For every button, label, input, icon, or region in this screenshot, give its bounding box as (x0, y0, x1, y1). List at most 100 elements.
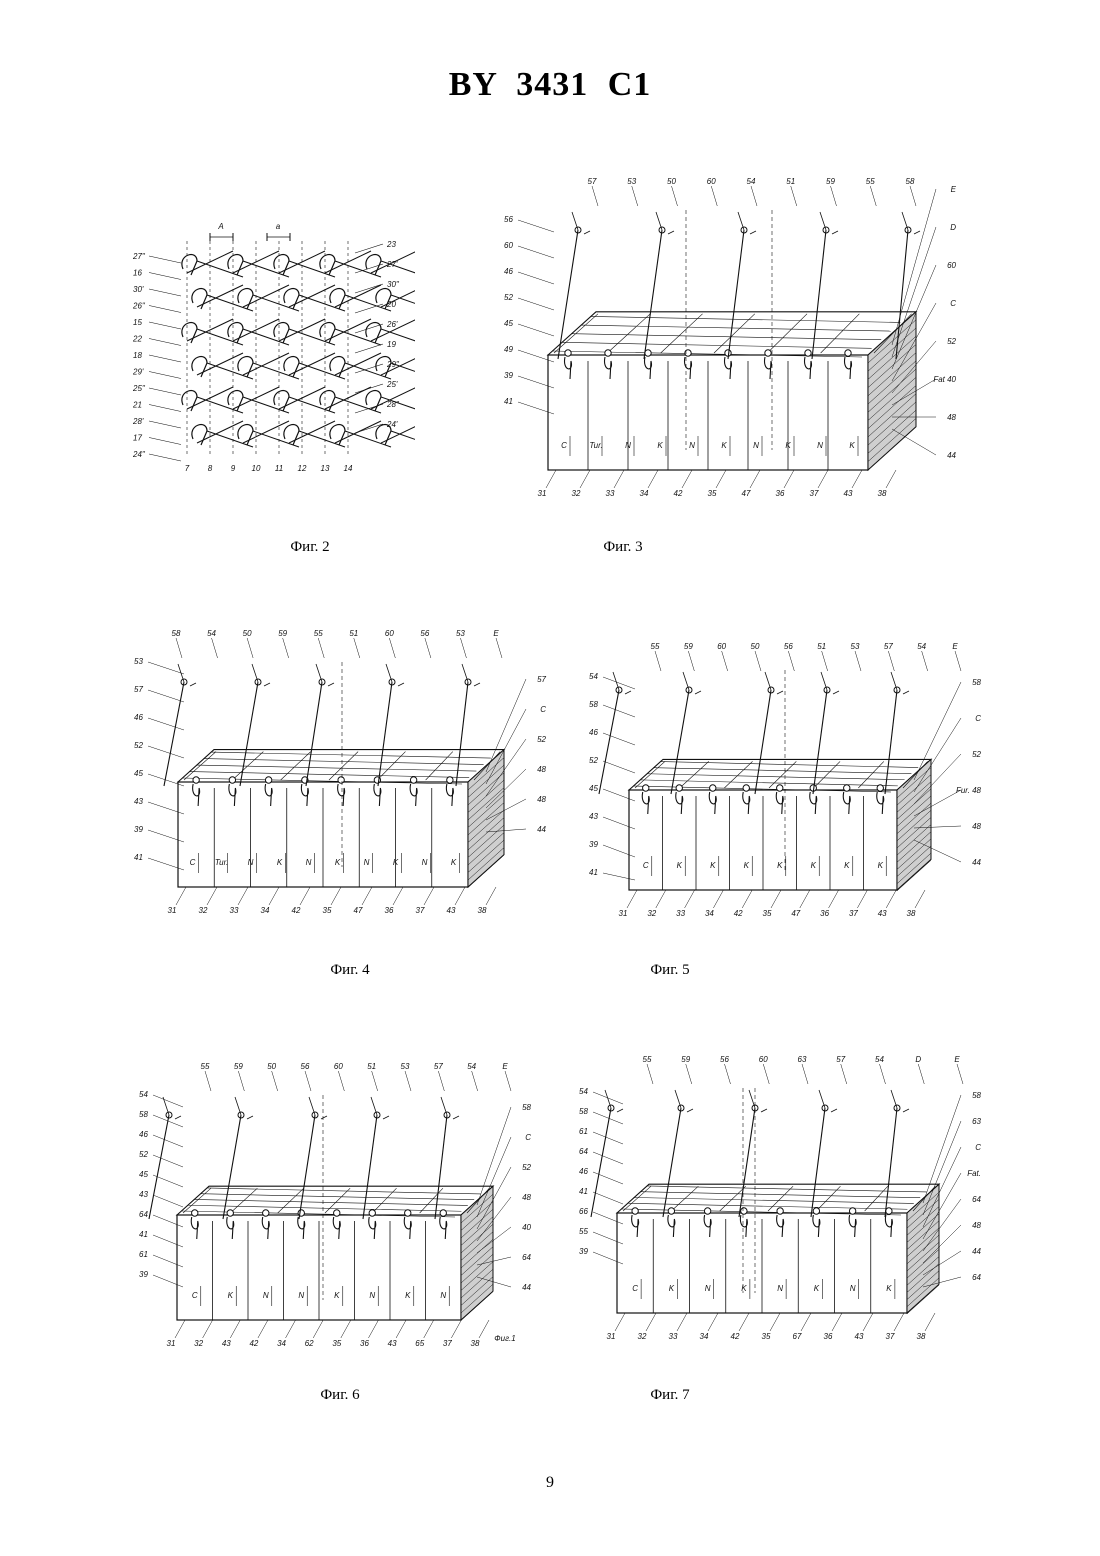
needle-hook (740, 1215, 747, 1237)
callout-label: 57 (134, 685, 143, 694)
drawing-line (148, 690, 184, 702)
direction-arrow (750, 231, 756, 234)
drawing-line (863, 1313, 873, 1331)
drawing-line (194, 1199, 468, 1205)
drawing-line (153, 1235, 183, 1247)
callout-label: 50 (267, 1062, 276, 1071)
needle-hook (843, 792, 850, 814)
callout-label: 52 (522, 1163, 531, 1172)
needle-eye (777, 785, 783, 791)
needle-hook (338, 784, 345, 806)
callout-label: 27' (386, 260, 398, 269)
direction-arrow (903, 1109, 909, 1112)
needle-hook (709, 792, 716, 814)
callout-label: 41 (589, 868, 598, 877)
drawing-line (632, 186, 638, 206)
drawing-line (686, 1064, 692, 1084)
needle-eye (193, 777, 199, 783)
drawing-line (770, 1313, 780, 1331)
needle-eye (298, 1210, 304, 1216)
drawing-line (435, 1115, 447, 1219)
callout-label: 57 (537, 675, 546, 684)
drawing-line (784, 470, 794, 488)
callout-label: 37 (810, 489, 819, 498)
drawing-line (888, 651, 894, 671)
callout-label: 35 (323, 906, 332, 915)
figure-7-drawing: 55595660635754DE5458616446416655395863CF… (575, 1048, 985, 1348)
callout-label: 57 (434, 1062, 443, 1071)
drawing-line (603, 789, 635, 801)
drawing-line (742, 890, 752, 908)
connecting-thread (197, 285, 243, 307)
channel-label: N (689, 441, 695, 450)
drawing-line (148, 662, 184, 674)
connecting-thread (243, 421, 289, 443)
needle-eye (743, 785, 749, 791)
direction-arrow (687, 1109, 693, 1112)
connecting-thread (289, 353, 335, 375)
callout-label: 59 (278, 629, 287, 638)
channel-label: N (298, 1291, 304, 1300)
callout-label: 52 (537, 735, 546, 744)
connecting-thread (243, 285, 289, 307)
connecting-thread (335, 285, 381, 307)
needle-eye (704, 1208, 710, 1214)
channel-label: N (422, 858, 428, 867)
callout-label: 53 (851, 642, 860, 651)
drawing-line (252, 664, 258, 682)
drawing-line (886, 890, 896, 908)
drawing-line (831, 186, 837, 206)
connecting-thread (207, 295, 253, 311)
callout-label: 64 (522, 1253, 531, 1262)
callout-label: 58 (972, 678, 981, 687)
callout-label: C (950, 299, 956, 308)
needle-eye (645, 350, 651, 356)
callout-label: 46 (579, 1167, 588, 1176)
drawing-line (371, 1097, 377, 1115)
drawing-line (455, 887, 465, 905)
channel-label: N (850, 1284, 856, 1293)
needle-hook (805, 357, 812, 379)
drawing-line (655, 651, 661, 671)
channel-label: C (632, 1284, 638, 1293)
drawing-line (163, 1097, 169, 1115)
drawing-line (354, 638, 360, 658)
drawing-line (599, 690, 619, 794)
drawing-line (708, 1313, 718, 1331)
drawing-line (153, 1255, 183, 1267)
callout-label: 31 (168, 906, 177, 915)
callout-label: 42 (292, 906, 301, 915)
drawing-line (149, 355, 181, 362)
callout-label: 46 (139, 1130, 148, 1139)
needle-hook (369, 1217, 376, 1239)
drawing-line (306, 682, 322, 786)
callout-label: 29' (132, 368, 144, 377)
drawing-line (902, 212, 908, 230)
needle-eye (741, 1208, 747, 1214)
callout-label: 19 (387, 340, 396, 349)
drawing-line (368, 1320, 378, 1338)
callout-label: 20 (386, 300, 396, 309)
callout-label: 42 (734, 909, 743, 918)
callout-label: 52 (504, 293, 513, 302)
needle-hook (404, 1217, 411, 1239)
drawing-line (765, 672, 771, 690)
figure-6-caption: Фиг. 6 (240, 1387, 440, 1404)
drawing-line (552, 351, 862, 357)
channel-label: N (777, 1284, 783, 1293)
drawing-line (148, 718, 184, 730)
drawing-line (603, 873, 635, 880)
figure-6-drawing: 555950566051535754E545846524543644161395… (135, 1055, 535, 1355)
drawing-line (763, 1064, 769, 1084)
direction-arrow (328, 683, 334, 686)
callout-label: 43 (222, 1339, 231, 1348)
connecting-thread (299, 295, 345, 311)
callout-label: C (975, 1143, 981, 1152)
channel-label: N (440, 1291, 446, 1300)
drawing-line (818, 470, 828, 488)
callout-label: 53 (134, 657, 143, 666)
drawing-line (821, 314, 860, 353)
callout-label: 44 (947, 451, 956, 460)
patent-number: BY 3431 C1 (0, 66, 1100, 104)
callout-label: 25'' (132, 384, 145, 393)
